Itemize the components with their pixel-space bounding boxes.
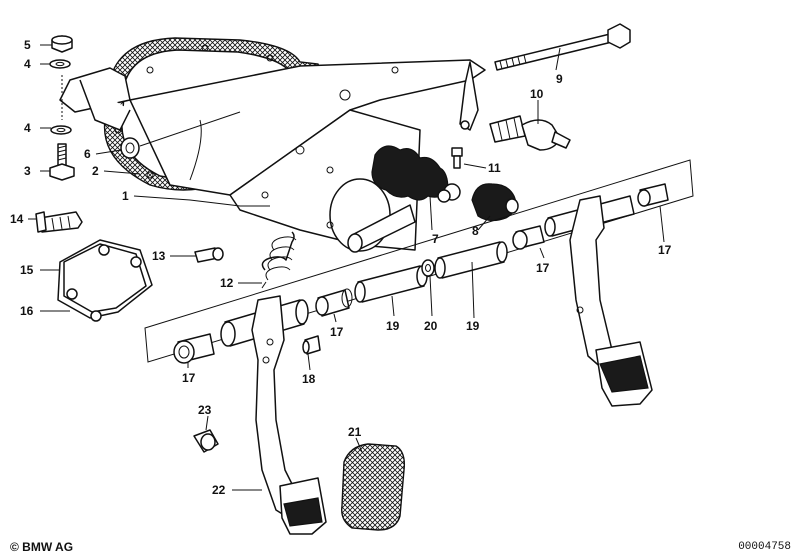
callout-8: 8 bbox=[472, 224, 479, 238]
clutch-pedal bbox=[569, 195, 653, 407]
brake-pedal bbox=[251, 295, 327, 535]
callout-22: 22 bbox=[212, 483, 226, 497]
small-bolt bbox=[451, 147, 463, 169]
callout-2: 2 bbox=[92, 164, 99, 178]
hardware-stack bbox=[49, 35, 75, 181]
callout-14: 14 bbox=[10, 212, 24, 226]
callout-labels: 5 4 4 3 6 2 1 14 15 16 13 12 9 10 11 7 8… bbox=[10, 38, 672, 497]
pivot-shaft-plane bbox=[144, 159, 694, 363]
callout-6: 6 bbox=[84, 147, 91, 161]
leader-lines bbox=[28, 44, 665, 491]
document-number: 00004758 bbox=[738, 541, 791, 553]
stop-light-switch bbox=[193, 429, 219, 453]
callout-17-mid-right: 17 bbox=[536, 261, 550, 275]
callout-9: 9 bbox=[556, 72, 563, 86]
callout-17-left: 17 bbox=[182, 371, 196, 385]
callout-19-left: 19 bbox=[386, 319, 400, 333]
screw-and-spring bbox=[194, 231, 297, 289]
mounting-bracket bbox=[59, 67, 131, 131]
callout-3: 3 bbox=[24, 164, 31, 178]
callout-11: 11 bbox=[488, 161, 501, 175]
callout-4-upper: 4 bbox=[24, 57, 31, 71]
callout-10: 10 bbox=[530, 87, 544, 101]
callout-23: 23 bbox=[198, 403, 212, 417]
rubber-boots bbox=[371, 145, 519, 222]
callout-13: 13 bbox=[152, 249, 166, 263]
shaft-components bbox=[173, 183, 669, 364]
pedal-pad bbox=[341, 443, 406, 531]
callout-1: 1 bbox=[122, 189, 129, 203]
callout-19-right: 19 bbox=[466, 319, 480, 333]
callout-5: 5 bbox=[24, 38, 31, 52]
callout-7: 7 bbox=[432, 232, 439, 246]
callout-17-right: 17 bbox=[658, 243, 672, 257]
copyright-notice: © BMW AG bbox=[10, 540, 74, 554]
callout-4-lower: 4 bbox=[24, 121, 31, 135]
callout-18: 18 bbox=[302, 372, 316, 386]
callout-12: 12 bbox=[220, 276, 234, 290]
pushrod-clevis bbox=[460, 115, 571, 151]
pedal-support-bracket bbox=[129, 59, 486, 253]
long-bolt bbox=[494, 23, 631, 71]
bushing-6 bbox=[120, 111, 241, 159]
callout-20: 20 bbox=[424, 319, 438, 333]
callout-17-center: 17 bbox=[330, 325, 344, 339]
callout-21: 21 bbox=[348, 425, 362, 439]
callout-15: 15 bbox=[20, 263, 34, 277]
callout-16: 16 bbox=[20, 304, 34, 318]
cover-plate bbox=[35, 211, 153, 322]
